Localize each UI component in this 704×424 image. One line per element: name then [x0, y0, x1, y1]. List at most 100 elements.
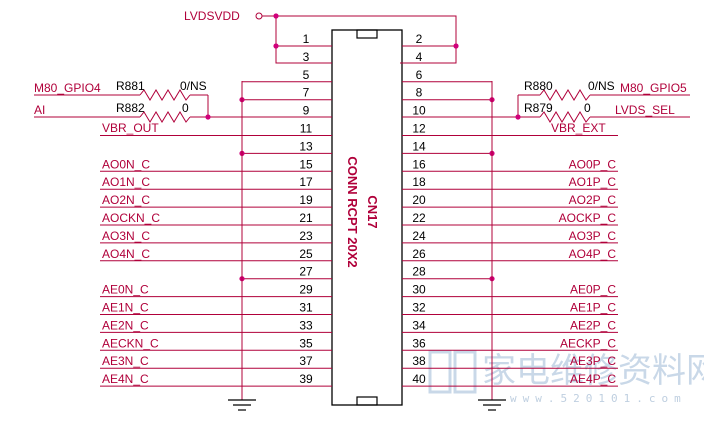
pin-number: 12	[412, 122, 426, 136]
resistor-r880: R880 0/NS M80_GPIO5	[517, 79, 690, 117]
pin-number: 28	[412, 265, 426, 279]
pin-number: 35	[299, 336, 313, 350]
pin-number: 14	[412, 139, 426, 153]
pin-number: 10	[412, 104, 426, 118]
net-label: AE2P_C	[570, 318, 616, 332]
r880-value: 0/NS	[588, 79, 615, 93]
net-label: AE4P_C	[570, 372, 616, 386]
pin-number: 37	[299, 354, 313, 368]
pin-number: 21	[299, 211, 313, 225]
pin-number: 1	[303, 32, 310, 46]
pin-number: 16	[412, 157, 426, 171]
connector-key-top	[356, 29, 378, 39]
net-label: AE0N_C	[102, 283, 149, 297]
pin-number: 6	[416, 68, 423, 82]
watermark-logo	[428, 350, 452, 394]
net-vbr-out: VBR_OUT	[102, 121, 159, 135]
net-label: AOCKN_C	[102, 211, 160, 225]
net-label: AE3P_C	[570, 354, 616, 368]
pin-number: 19	[299, 193, 313, 207]
pin-number: 27	[299, 265, 313, 279]
pin-number: 22	[412, 211, 426, 225]
net-label: AECKP_C	[560, 336, 616, 350]
net-label: AE1N_C	[102, 301, 149, 315]
watermark: 家电维修资料网 www.520101.com	[428, 350, 704, 405]
connector-refdes: CN17	[365, 195, 380, 228]
pin-number: 20	[412, 193, 426, 207]
net-label: AE3N_C	[102, 354, 149, 368]
resistor-r879: R879 0 LVDS_SEL	[402, 101, 690, 123]
pin-number: 25	[299, 247, 313, 261]
connector-part-name: CONN RCPT 20X2	[345, 156, 360, 267]
net-label: AE0P_C	[570, 283, 616, 297]
watermark-logo-2	[453, 350, 477, 394]
pin-number: 2	[416, 32, 423, 46]
net-label: AO1N_C	[102, 175, 150, 189]
net-label: AO2P_C	[569, 193, 617, 207]
pin-number: 3	[303, 50, 310, 64]
pin-number: 26	[412, 247, 426, 261]
pin-number: 40	[412, 372, 426, 386]
resistor-r882: AI R882 0	[34, 101, 332, 123]
lvdsvdd-wire	[262, 15, 457, 64]
ground-symbol-right	[478, 399, 506, 411]
pin-number: 31	[299, 301, 313, 315]
lvdsvdd-wire-left	[275, 16, 332, 64]
r880-ref: R880	[524, 79, 553, 93]
net-label: AE2N_C	[102, 318, 149, 332]
r879-value: 0	[584, 101, 591, 115]
pin-number: 8	[416, 86, 423, 100]
pin-number: 33	[299, 318, 313, 332]
watermark-chinese: 家电维修资料网	[482, 351, 704, 391]
net-m80-gpio5: M80_GPIO5	[620, 81, 687, 95]
pin-number: 23	[299, 229, 313, 243]
resistor-r881: M80_GPIO4 R881 0/NS	[34, 79, 209, 117]
junction-dot	[273, 43, 279, 49]
pin-number: 29	[299, 283, 313, 297]
pin-number: 30	[412, 283, 426, 297]
pin-number: 24	[412, 229, 426, 243]
r881-value: 0/NS	[180, 79, 207, 93]
net-label: AO0P_C	[569, 157, 617, 171]
net-ai: AI	[34, 103, 45, 117]
net-label: AO3P_C	[569, 229, 617, 243]
net-m80-gpio4: M80_GPIO4	[34, 81, 101, 95]
net-label: AO3N_C	[102, 229, 150, 243]
pin-number: 5	[303, 68, 310, 82]
net-label: AE4N_C	[102, 372, 149, 386]
power-port-lvdsvdd	[255, 12, 263, 20]
pin-number: 39	[299, 372, 313, 386]
net-lvds-sel: LVDS_SEL	[615, 103, 675, 117]
watermark-url: www.520101.com	[510, 392, 687, 405]
pin-number: 11	[300, 122, 313, 136]
pin-number: 17	[299, 175, 313, 189]
pin-number: 38	[412, 354, 426, 368]
connector-key-bottom	[356, 396, 378, 406]
net-label: AO0N_C	[102, 157, 150, 171]
left-pin-wires	[100, 81, 332, 387]
pin-number: 36	[412, 336, 426, 350]
ground-symbol-left	[228, 399, 256, 411]
r882-ref: R882	[116, 101, 145, 115]
pin-number: 32	[412, 301, 426, 315]
pin-number: 15	[299, 157, 313, 171]
net-label: AO4N_C	[102, 247, 150, 261]
net-label: AECKN_C	[102, 336, 159, 350]
net-label: AO4P_C	[569, 247, 617, 261]
junction-dot	[273, 13, 279, 19]
net-label: AO1P_C	[569, 175, 617, 189]
net-label: AO2N_C	[102, 193, 150, 207]
net-label: AOCKP_C	[559, 211, 617, 225]
pin-number: 34	[412, 318, 426, 332]
pin-number: 9	[303, 104, 310, 118]
r882-value: 0	[182, 101, 189, 115]
pin-number: 13	[299, 139, 313, 153]
pin-number: 7	[303, 86, 310, 100]
r881-ref: R881	[116, 79, 145, 93]
r879-ref: R879	[524, 101, 553, 115]
pin-number: 4	[416, 50, 423, 64]
net-label: AE1P_C	[570, 301, 616, 315]
junction-dot	[453, 43, 459, 49]
